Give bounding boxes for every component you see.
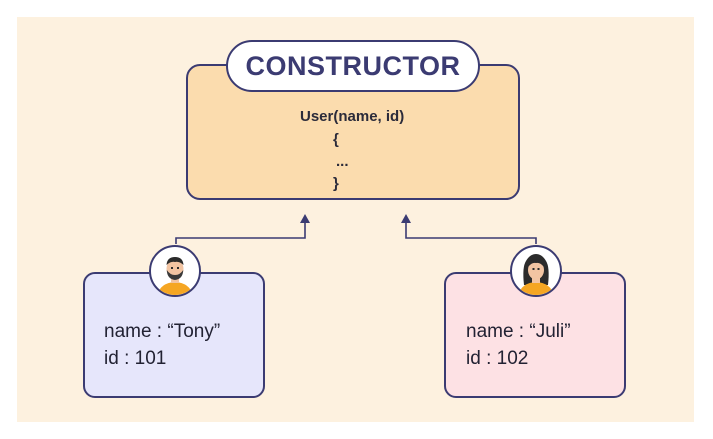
object-juli-id: id : 102 [466,348,529,369]
object-juli-name: name : “Juli” [466,321,571,342]
constructor-signature: User(name, id) [300,108,405,125]
tony-connector-line [175,221,306,244]
constructor-title: CONSTRUCTOR [226,40,480,92]
constructor-close-brace: } [333,175,339,192]
constructor-body: ... [336,153,349,170]
object-tony-id: id : 101 [104,348,167,369]
constructor-open-brace: { [333,131,339,148]
man-avatar-icon [149,245,201,297]
tony-arrowhead-icon [300,214,310,223]
object-tony-name: name : “Tony” [104,321,221,342]
woman-avatar-icon [510,245,562,297]
juli-arrowhead-icon [401,214,411,223]
juli-connector-line [405,221,537,244]
